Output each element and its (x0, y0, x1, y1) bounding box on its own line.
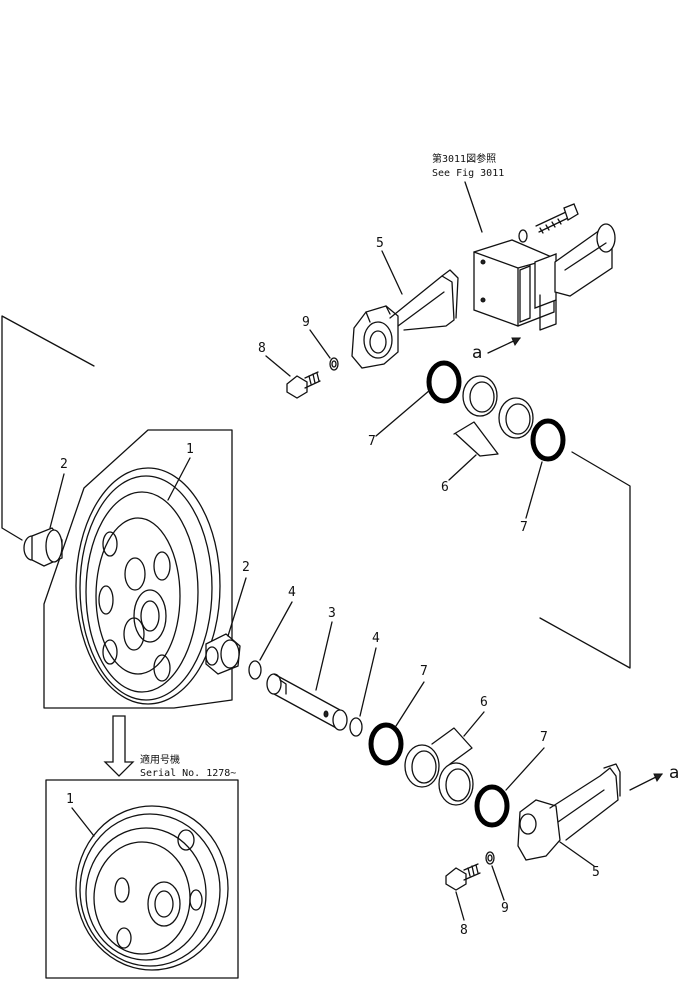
callout-2-right: 2 (242, 560, 250, 575)
leader-7-upper-b (525, 461, 543, 519)
leader-4-a (259, 601, 293, 661)
leader-2-right (227, 577, 247, 637)
left-frame-line (1, 315, 95, 541)
o-ring-7-lower-b (474, 784, 510, 828)
idler-wheel-main (75, 467, 221, 705)
support-arm-lower (517, 763, 621, 861)
leader-1-variant (71, 807, 95, 837)
leader-6-upper (448, 454, 477, 481)
leader-5-upper (381, 250, 403, 295)
leader-9-upper (309, 329, 331, 359)
idler-wheel-variant (75, 805, 229, 971)
o-ring-4-a (248, 660, 262, 680)
support-arm-upper (351, 269, 459, 369)
callout-5-lower: 5 (592, 865, 600, 880)
o-ring-7-upper-a (426, 360, 462, 404)
callout-7-lower-b: 7 (540, 730, 548, 745)
leader-7-lower-b (505, 747, 545, 791)
variant-note-serial: Serial No. 1278~ (140, 768, 236, 779)
connection-letter-upper: a (472, 343, 482, 363)
callout-6-lower: 6 (480, 695, 488, 710)
leader-5-lower (559, 841, 595, 867)
idler-bracket-block (473, 223, 616, 331)
leader-1 (167, 457, 191, 501)
shaft-3 (266, 673, 348, 731)
callout-9-upper: 9 (302, 315, 310, 330)
callout-6-upper: 6 (441, 480, 449, 495)
floating-seal-6-upper (462, 375, 534, 439)
bracket-6-lower (431, 727, 473, 765)
o-ring-7-upper-b (530, 418, 566, 462)
callout-7-lower-a: 7 (420, 664, 428, 679)
reference-note-en: See Fig 3011 (432, 168, 504, 179)
leader-7-lower-a (395, 681, 425, 727)
bolt-8-lower (445, 863, 481, 891)
callout-1-variant: 1 (66, 792, 74, 807)
leader-2-left (49, 473, 65, 529)
callout-2-left: 2 (60, 457, 68, 472)
leader-6-lower (463, 711, 485, 737)
o-ring-7-lower-a (368, 722, 404, 766)
reference-note-jp: 第3011図参照 (432, 152, 496, 165)
callout-7-upper-b: 7 (520, 520, 528, 535)
leader-4-b (359, 647, 377, 717)
floating-seal-6-lower (404, 744, 474, 806)
variant-note-jp: 適用号機 (140, 753, 180, 766)
leader-3 (315, 621, 333, 691)
idler-1-frame (43, 429, 233, 709)
washer-9-upper (329, 357, 339, 371)
leader-8-lower (455, 891, 465, 921)
callout-8-upper: 8 (258, 341, 266, 356)
leader-8-upper (265, 355, 291, 377)
connection-letter-lower: a (669, 763, 679, 783)
right-frame-line (539, 451, 631, 669)
washer-9-lower (485, 851, 495, 865)
callout-7-upper-a: 7 (368, 434, 376, 449)
bushing-2-left (23, 527, 63, 567)
bracket-washer (518, 229, 528, 243)
leader-7-upper-a (375, 389, 431, 437)
callout-3: 3 (328, 606, 336, 621)
callout-1: 1 (186, 442, 194, 457)
bracket-bolt (535, 203, 579, 234)
callout-8-lower: 8 (460, 923, 468, 938)
bushing-2-right (205, 633, 241, 675)
callout-9-lower: 9 (501, 901, 509, 916)
variant-arrow (103, 715, 135, 777)
variant-box (45, 779, 239, 979)
bracket-6-upper (453, 421, 499, 457)
leader-9-lower (491, 865, 505, 901)
reference-leader (464, 181, 483, 233)
o-ring-4-b (349, 717, 363, 737)
callout-4-a: 4 (288, 585, 296, 600)
callout-4-b: 4 (372, 631, 380, 646)
bolt-8-upper (286, 371, 321, 399)
callout-5-upper: 5 (376, 236, 384, 251)
